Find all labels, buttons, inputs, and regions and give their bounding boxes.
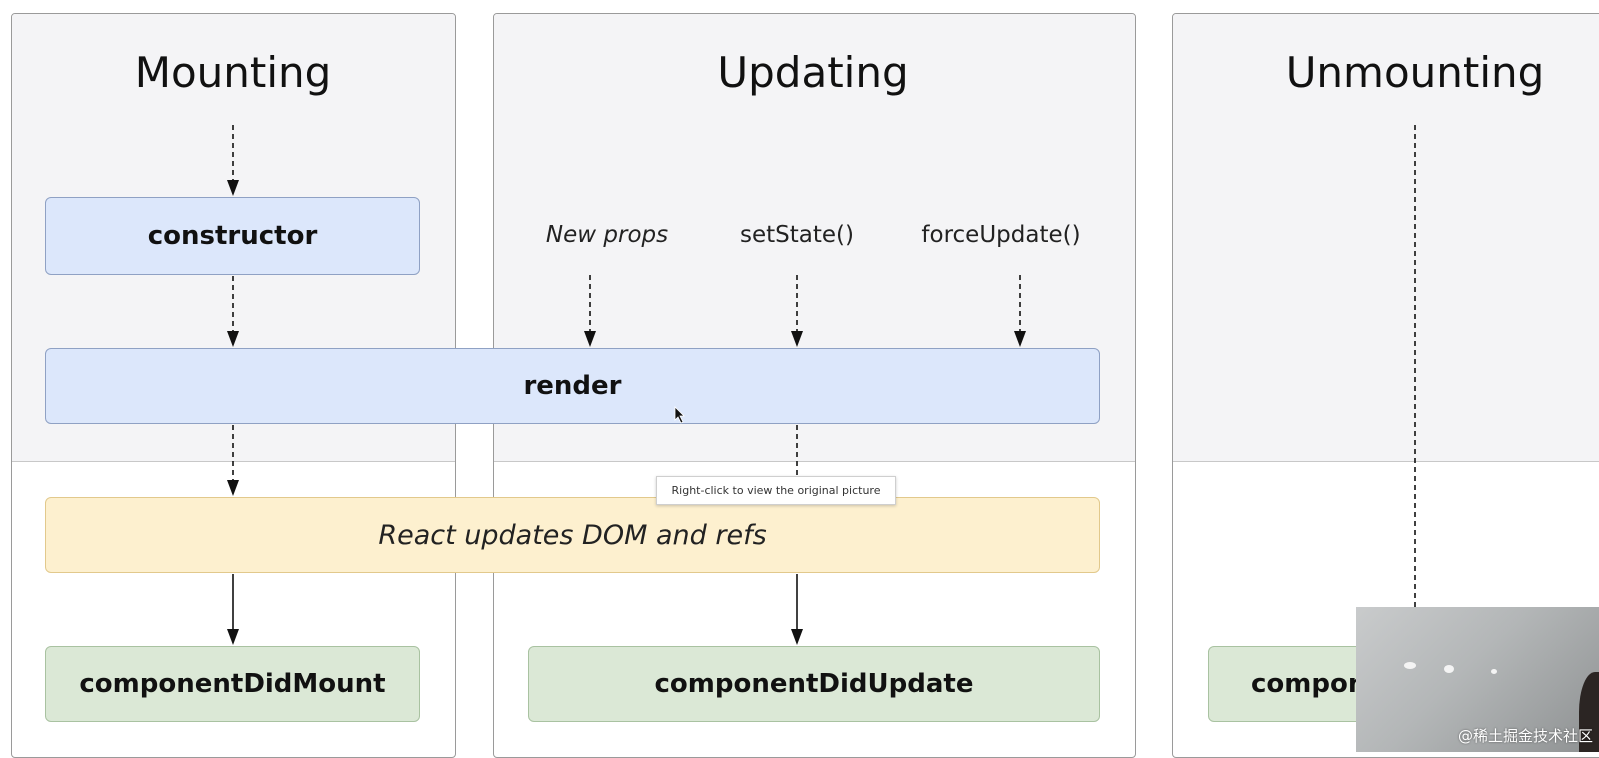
trigger-new-props: New props: [545, 222, 669, 248]
trigger-force-update: forceUpdate(): [921, 222, 1081, 248]
watermark-label: @稀土掘金技术社区: [1457, 727, 1593, 745]
mounting-title: Mounting: [134, 48, 332, 97]
component-did-mount-box: componentDidMount: [45, 646, 420, 722]
component-did-update-box: componentDidUpdate: [528, 646, 1100, 722]
react-updates-box: React updates DOM and refs: [45, 497, 1100, 573]
render-box: render: [45, 348, 1100, 424]
webcam-overlay: @稀土掘金技术社区: [1356, 607, 1599, 752]
unmounting-title: Unmounting: [1285, 48, 1545, 97]
updating-title: Updating: [717, 48, 909, 97]
mouse-cursor-icon: [674, 406, 685, 424]
view-original-tooltip: Right-click to view the original picture: [656, 476, 896, 505]
constructor-box: constructor: [45, 197, 420, 275]
trigger-set-state: setState(): [740, 222, 854, 248]
